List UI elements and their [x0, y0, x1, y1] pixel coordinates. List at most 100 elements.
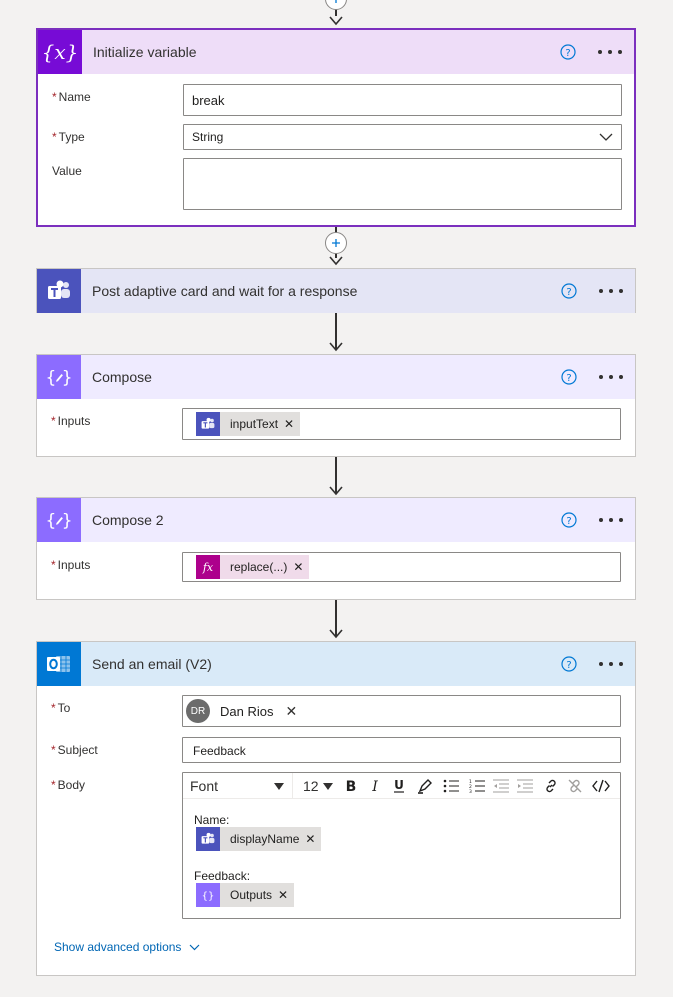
card-title: Compose 2: [92, 512, 164, 528]
font-dropdown[interactable]: Font: [183, 773, 293, 799]
dynamic-content-token[interactable]: {} Outputs ✕: [196, 883, 295, 907]
svg-text:?: ?: [565, 48, 570, 59]
help-icon[interactable]: ?: [560, 44, 576, 60]
font-value: Font: [190, 778, 219, 794]
subject-label: *Subject: [51, 743, 98, 757]
svg-text:?: ?: [566, 660, 571, 671]
show-advanced-options-link[interactable]: Show advanced options: [54, 940, 200, 954]
compose-icon: { }: [37, 498, 81, 542]
type-dropdown[interactable]: String: [183, 124, 622, 150]
card-title: Compose: [92, 369, 152, 385]
more-options-icon[interactable]: [599, 512, 623, 528]
card-title: Initialize variable: [93, 44, 197, 60]
to-field[interactable]: DR Dan Rios ✕: [182, 695, 621, 727]
remove-token-icon[interactable]: ✕: [284, 417, 295, 431]
compose-icon: {}: [196, 883, 220, 907]
inputs-field[interactable]: fx replace(...) ✕: [182, 552, 621, 582]
code-icon: [592, 779, 610, 793]
card-header[interactable]: { } Compose 2 ?: [37, 498, 635, 542]
token-label: Outputs: [230, 888, 273, 902]
inputs-label: *Inputs: [51, 558, 91, 572]
card-title: Send an email (V2): [92, 656, 212, 672]
bold-button[interactable]: B: [339, 773, 363, 799]
increase-indent-button[interactable]: [513, 773, 537, 799]
decrease-indent-button[interactable]: [489, 773, 513, 799]
avatar: DR: [186, 699, 210, 723]
body-label: *Body: [51, 778, 86, 792]
insert-link-button[interactable]: [539, 773, 563, 799]
remove-recipient-icon[interactable]: ✕: [285, 702, 298, 719]
name-label: *Name: [52, 90, 91, 104]
font-size-dropdown[interactable]: 12: [295, 773, 339, 799]
more-options-icon[interactable]: [599, 369, 623, 385]
increase-indent-icon: [517, 779, 533, 793]
inputs-field[interactable]: inputText ✕: [182, 408, 621, 440]
value-input[interactable]: [183, 158, 622, 210]
help-icon[interactable]: ?: [561, 369, 577, 385]
italic-button[interactable]: I: [363, 773, 387, 799]
unlink-icon: [568, 779, 582, 793]
italic-icon: I: [371, 779, 378, 793]
to-label: *To: [51, 701, 71, 715]
card-header[interactable]: {x} Initialize variable ?: [38, 30, 634, 74]
dynamic-content-token[interactable]: displayName ✕: [196, 827, 322, 851]
compose-card[interactable]: { } Compose ? *Inputs inputText ✕: [36, 354, 636, 457]
card-header[interactable]: { } Compose ?: [37, 355, 635, 399]
more-options-icon[interactable]: [599, 283, 623, 299]
name-input[interactable]: break: [183, 84, 622, 116]
send-email-card[interactable]: Send an email (V2) ? *To DR Dan Rios ✕ *…: [36, 641, 636, 976]
remove-token-icon[interactable]: ✕: [278, 888, 289, 902]
insert-step-button[interactable]: [325, 0, 347, 10]
subject-input[interactable]: Feedback: [182, 737, 621, 763]
numbered-list-icon: 123: [469, 779, 485, 793]
chevron-down-icon: [190, 944, 200, 950]
recipient-chip[interactable]: DR Dan Rios ✕: [186, 699, 297, 723]
token-label: replace(...): [230, 560, 288, 574]
fx-icon: fx: [196, 555, 220, 579]
svg-text:U: U: [394, 778, 404, 792]
chevron-down-icon: [599, 133, 613, 141]
highlight-button[interactable]: [413, 773, 437, 799]
remove-token-icon[interactable]: ✕: [305, 832, 316, 846]
body-line-name: Name:: [194, 813, 230, 827]
remove-token-icon[interactable]: ✕: [293, 560, 304, 574]
plus-icon: [332, 239, 340, 247]
name-value: break: [192, 93, 225, 108]
help-icon[interactable]: ?: [561, 656, 577, 672]
more-options-icon[interactable]: [599, 656, 623, 672]
code-view-button[interactable]: [589, 773, 613, 799]
teams-icon: [37, 269, 81, 313]
inputs-label: *Inputs: [51, 414, 91, 428]
teams-icon: [196, 412, 220, 436]
help-icon[interactable]: ?: [561, 283, 577, 299]
initialize-variable-card[interactable]: {x} Initialize variable ? *Name break *T…: [36, 28, 636, 227]
compose-2-card[interactable]: { } Compose 2 ? *Inputs fx replace(...) …: [36, 497, 636, 600]
underline-button[interactable]: U: [387, 773, 411, 799]
card-header[interactable]: Send an email (V2) ?: [37, 642, 635, 686]
advanced-link-label: Show advanced options: [54, 940, 182, 954]
arrow-down-icon: [329, 342, 343, 352]
caret-down-icon: [323, 783, 333, 790]
bold-icon: B: [346, 779, 357, 793]
font-size-value: 12: [303, 778, 319, 794]
svg-text:?: ?: [566, 516, 571, 527]
dynamic-content-token[interactable]: inputText ✕: [196, 412, 301, 436]
arrow-down-icon: [329, 486, 343, 496]
compose-icon: { }: [37, 355, 81, 399]
plus-icon: [335, 0, 337, 3]
post-adaptive-card-card[interactable]: Post adaptive card and wait for a respon…: [36, 268, 636, 313]
bullet-list-button[interactable]: [439, 773, 463, 799]
more-options-icon[interactable]: [598, 44, 622, 60]
insert-step-button[interactable]: [325, 232, 347, 254]
card-header[interactable]: Post adaptive card and wait for a respon…: [37, 269, 635, 313]
bullet-list-icon: [443, 779, 459, 793]
connector-line: [335, 600, 337, 636]
subject-value: Feedback: [193, 744, 246, 758]
help-icon[interactable]: ?: [561, 512, 577, 528]
expression-token[interactable]: fx replace(...) ✕: [196, 555, 310, 579]
remove-link-button[interactable]: [563, 773, 587, 799]
svg-text:?: ?: [566, 373, 571, 384]
decrease-indent-icon: [493, 779, 509, 793]
